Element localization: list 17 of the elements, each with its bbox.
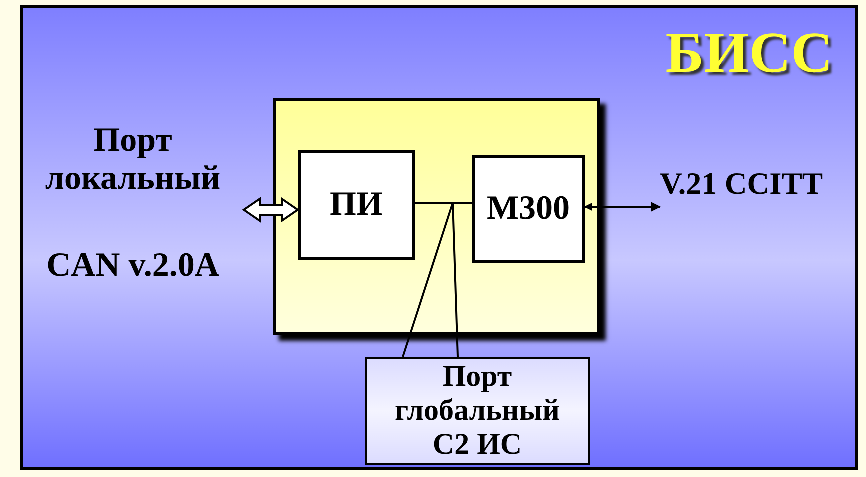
connector-line [415,202,472,204]
node-label: Порт глобальный С2 ИС [394,360,561,462]
arrow [584,202,661,212]
node-label: CAN v.2.0A [46,247,220,285]
panel-title: БИСС [666,24,833,82]
double-arrow [242,197,300,223]
node-label: Порт локальный [44,122,222,198]
callout-box [365,357,590,465]
panel [20,5,858,470]
leader-line [452,202,459,358]
block-box [273,98,600,335]
process-box [298,150,415,260]
node-label: V.21 CCITT [660,168,824,199]
node-label: М300 [486,190,570,228]
node-label: ПИ [330,186,383,224]
process-box [472,155,585,263]
leader-line [402,202,454,358]
